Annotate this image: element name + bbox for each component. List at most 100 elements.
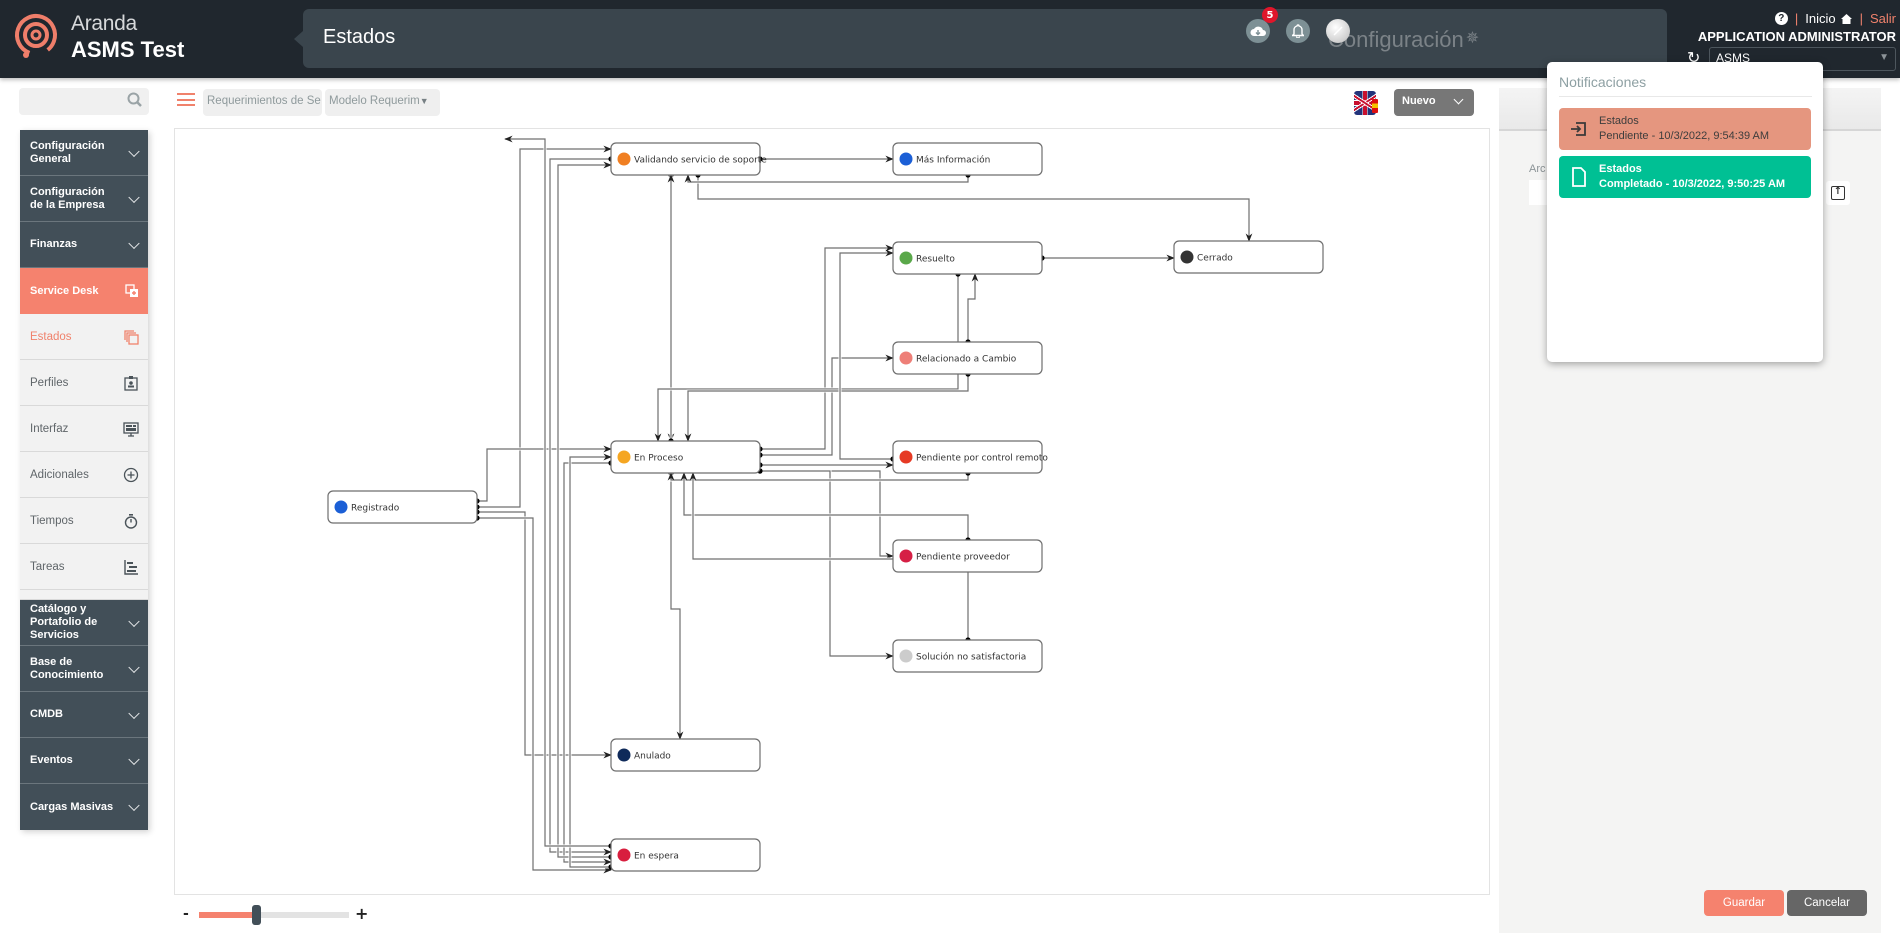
state-node-registrado[interactable]: Registrado bbox=[327, 490, 478, 524]
state-node-enproceso[interactable]: En Proceso bbox=[610, 440, 761, 474]
state-node-pcontrol[interactable]: Pendiente por control remoto bbox=[892, 440, 1048, 474]
transition-validando-to-masinfo[interactable] bbox=[757, 155, 894, 163]
states-layer: Validando servicio de soporte Más Informa… bbox=[327, 142, 1324, 872]
sidebar-item-estados[interactable]: Estados bbox=[20, 314, 148, 360]
transition-registrado-to-enespera[interactable] bbox=[474, 515, 612, 874]
upload-button[interactable]: ↑ bbox=[1826, 181, 1850, 205]
sidebar-group-configuracion-general[interactable]: Configuración General bbox=[20, 130, 148, 176]
transition-pproveedor-to-enproceso[interactable] bbox=[680, 472, 971, 543]
sidebar-group-label: Configuración General bbox=[30, 139, 105, 165]
state-color-dot bbox=[617, 748, 631, 762]
transition-enproceso-to-pproveedor[interactable] bbox=[757, 468, 894, 560]
transition-relacionado-to-enproceso[interactable] bbox=[684, 371, 971, 442]
notification-title: Estados bbox=[1599, 115, 1639, 127]
state-node-relacionado[interactable]: Relacionado a Cambio bbox=[892, 341, 1043, 375]
user-avatar[interactable] bbox=[1326, 19, 1350, 43]
zoom-out-button[interactable]: - bbox=[183, 906, 189, 922]
transition-enespera-to-enproceso[interactable] bbox=[568, 453, 614, 870]
zoom-slider-thumb[interactable] bbox=[252, 905, 261, 925]
notification-item-pending[interactable]: Estados Pendiente - 10/3/2022, 9:54:39 A… bbox=[1559, 108, 1811, 150]
aranda-logo-icon bbox=[15, 14, 57, 58]
sidebar-group-label: Finanzas bbox=[30, 238, 78, 250]
sidebar-item-label: Interfaz bbox=[30, 422, 69, 435]
transition-registrado-to-anulado[interactable] bbox=[474, 509, 612, 759]
model-filter-value: Modelo Requerim bbox=[329, 95, 420, 107]
sidebar-item-perfiles[interactable]: Perfiles bbox=[20, 360, 148, 406]
state-node-solucion[interactable]: Solución no satisfactoria bbox=[892, 639, 1043, 673]
sidebar-search-input[interactable] bbox=[19, 88, 149, 115]
sidebar-item-interfaz[interactable]: Interfaz bbox=[20, 406, 148, 452]
state-node-anulado[interactable]: Anulado bbox=[610, 738, 761, 772]
sidebar-group-finanzas[interactable]: Finanzas bbox=[20, 222, 148, 268]
sidebar-item-tiempos[interactable]: Tiempos bbox=[20, 498, 148, 544]
chevron-down-icon bbox=[128, 753, 140, 765]
state-node-masinfo[interactable]: Más Información bbox=[892, 142, 1043, 176]
sidebar-group-label: Eventos bbox=[30, 754, 73, 766]
state-color-dot bbox=[617, 848, 631, 862]
configuration-label: Configuración bbox=[1328, 27, 1464, 52]
state-label: Pendiente por control remoto bbox=[916, 453, 1048, 463]
transition-enproceso-to-validando[interactable] bbox=[667, 174, 675, 444]
transition-resuelto-to-cerrado[interactable] bbox=[1039, 254, 1175, 262]
save-button[interactable]: Guardar bbox=[1704, 890, 1784, 916]
state-label: Validando servicio de soporte bbox=[634, 155, 767, 165]
separator: | bbox=[1859, 11, 1863, 26]
state-label: Anulado bbox=[634, 751, 671, 761]
home-link[interactable]: Inicio bbox=[1805, 11, 1836, 26]
gear-icon: ✵ bbox=[1465, 30, 1480, 47]
state-node-validando[interactable]: Validando servicio de soporte bbox=[610, 142, 767, 176]
transition-enproceso-to-resuelto[interactable] bbox=[757, 244, 894, 452]
transition-validando-to-enespera[interactable] bbox=[548, 156, 614, 856]
notification-text: Estados Completado - 10/3/2022, 9:50:25 … bbox=[1599, 162, 1785, 192]
upload-icon: ↑ bbox=[1831, 186, 1845, 200]
sidebar-item-label: Estados bbox=[30, 330, 72, 343]
sidebar-group-configuracion-empresa[interactable]: Configuración de la Empresa bbox=[20, 176, 148, 222]
caret-down-icon: ▼ bbox=[419, 96, 429, 106]
state-node-pproveedor[interactable]: Pendiente proveedor bbox=[892, 539, 1043, 573]
sidebar-item-label: Tareas bbox=[30, 560, 65, 573]
state-color-dot bbox=[1180, 250, 1194, 264]
separator: | bbox=[1794, 11, 1799, 26]
notifications-button[interactable] bbox=[1286, 19, 1310, 43]
sidebar-group-cargas-masivas[interactable]: Cargas Masivas bbox=[20, 784, 148, 830]
transition-enproceso-to-solucion[interactable] bbox=[757, 468, 894, 660]
new-button[interactable]: Nuevo bbox=[1394, 89, 1474, 116]
logout-link[interactable]: Salir bbox=[1869, 11, 1896, 26]
home-icon[interactable] bbox=[1840, 13, 1853, 25]
top-header: Aranda ASMS Test Estados Configuración✵ … bbox=[0, 0, 1900, 78]
notification-item-completed[interactable]: Estados Completado - 10/3/2022, 9:50:25 … bbox=[1559, 156, 1811, 198]
zoom-in-button[interactable]: + bbox=[355, 904, 369, 923]
configuration-link[interactable]: Configuración✵ bbox=[1328, 27, 1479, 53]
transition-enproceso-to-pcontrol[interactable] bbox=[757, 461, 894, 469]
tenant-selected-value: ASMS bbox=[1716, 51, 1751, 65]
sidebar-item-adicionales[interactable]: Adicionales bbox=[20, 452, 148, 498]
transition-enproceso-to-anulado[interactable] bbox=[668, 470, 684, 740]
notifications-title: Notificaciones bbox=[1559, 74, 1812, 97]
language-flag-icon[interactable] bbox=[1354, 91, 1378, 115]
sidebar-group-base-conocimiento[interactable]: Base de Conocimiento bbox=[20, 646, 148, 692]
state-label: En Proceso bbox=[634, 453, 684, 463]
sidebar-group-eventos[interactable]: Eventos bbox=[20, 738, 148, 784]
sidebar-group-label: Catálogo y Portafolio de Servicios bbox=[30, 603, 98, 641]
state-label: Registrado bbox=[351, 503, 400, 513]
search-icon bbox=[127, 92, 142, 107]
state-node-resuelto[interactable]: Resuelto bbox=[892, 241, 1043, 275]
sidebar-group-label: Service Desk bbox=[30, 284, 99, 297]
menu-toggle-icon[interactable] bbox=[177, 93, 195, 106]
state-node-enespera[interactable]: En espera bbox=[610, 838, 761, 872]
state-diagram-canvas[interactable]: Validando servicio de soporte Más Informa… bbox=[174, 128, 1490, 895]
state-color-dot bbox=[617, 152, 631, 166]
sidebar-group-cmdb[interactable]: CMDB bbox=[20, 692, 148, 738]
cancel-button[interactable]: Cancelar bbox=[1787, 890, 1867, 916]
sidebar-group-label: CMDB bbox=[30, 708, 63, 720]
sidebar-item-tareas[interactable]: Tareas bbox=[20, 544, 148, 590]
transition-relacionado-to-resuelto[interactable] bbox=[965, 273, 979, 345]
state-node-cerrado[interactable]: Cerrado bbox=[1173, 240, 1324, 274]
help-icon[interactable]: ? bbox=[1774, 12, 1788, 25]
zoom-slider[interactable] bbox=[199, 905, 349, 925]
project-filter-dropdown[interactable]: Requerimientos de Se bbox=[203, 89, 322, 116]
sidebar-group-service-desk[interactable]: Service Desk bbox=[20, 268, 148, 314]
sidebar-group-catalogo[interactable]: Catálogo y Portafolio de Servicios bbox=[20, 600, 148, 646]
download-cloud-button[interactable] bbox=[1246, 19, 1270, 43]
model-filter-dropdown[interactable]: Modelo Requerim▼ bbox=[325, 89, 440, 116]
